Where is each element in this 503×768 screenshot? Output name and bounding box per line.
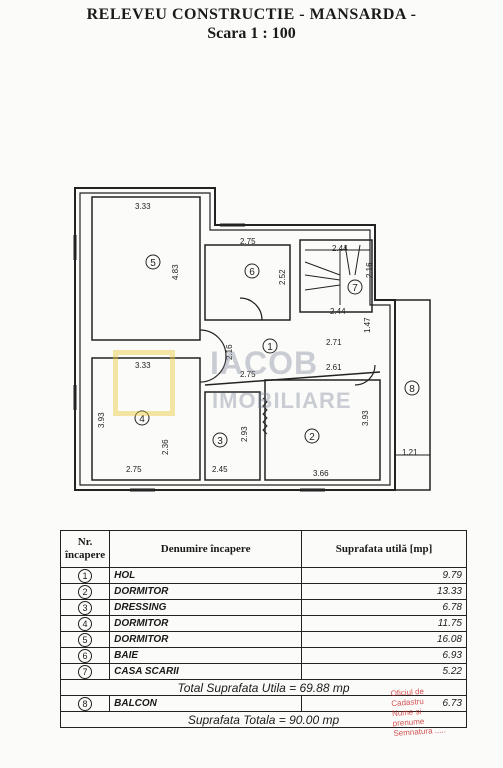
room-area: 13.33 xyxy=(301,583,467,600)
dimension-label: 1.47 xyxy=(363,317,372,333)
dimension-label: 4.83 xyxy=(171,264,180,280)
watermark-text: IMOBILIARE xyxy=(212,388,352,413)
table-row: 5 DORMITOR 16.08 xyxy=(59,631,467,648)
row-number: 4 xyxy=(78,616,93,631)
row-number: 6 xyxy=(78,648,93,663)
header-area: Suprafata utilă [mp] xyxy=(301,530,467,568)
watermark-logo xyxy=(113,350,175,416)
rooms-table: Nr. încapere Denumire încapere Suprafata… xyxy=(59,530,467,728)
scale-label: Scara 1 : 100 xyxy=(207,25,296,42)
row-number: 5 xyxy=(78,632,93,647)
room-number: 6 xyxy=(249,267,255,278)
table-row: 2 DORMITOR 13.33 xyxy=(59,583,467,600)
room-number: 7 xyxy=(352,283,358,294)
dimension-label: 2.71 xyxy=(326,338,342,347)
row-number: 2 xyxy=(78,584,93,599)
table-row: 1 HOL 9.79 xyxy=(59,567,467,584)
room-5-outline xyxy=(91,196,201,341)
dimension-label: 1.21 xyxy=(402,448,418,457)
table-row: 6 BAIE 6.93 xyxy=(59,647,467,664)
row-number: 7 xyxy=(78,664,93,679)
room-name: BAIE xyxy=(109,647,303,664)
document-title: RELEVEU CONSTRUCTIE - MANSARDA - xyxy=(86,6,417,23)
dimension-label: 3.33 xyxy=(135,361,151,370)
room-name: DORMITOR xyxy=(109,615,303,632)
table-row: 4 DORMITOR 11.75 xyxy=(59,615,467,632)
row-number: 8 xyxy=(78,696,93,711)
watermark-text: IACOB xyxy=(210,345,319,381)
room-number: 8 xyxy=(409,384,415,395)
row-number: 3 xyxy=(78,600,93,615)
room-4-outline xyxy=(91,357,201,481)
dimension-label: 3.33 xyxy=(135,202,151,211)
dimension-label: 2.75 xyxy=(240,237,256,246)
dimension-label: 2.61 xyxy=(326,363,342,372)
inner-wall xyxy=(79,192,391,486)
room-name: DRESSING xyxy=(109,599,303,616)
room-area: 9.79 xyxy=(301,567,467,584)
dimension-label: 2.16 xyxy=(365,262,374,278)
room-7-outline xyxy=(299,239,373,313)
table-row: 7 CASA SCARII 5.22 xyxy=(59,663,467,680)
balcony-outline xyxy=(395,299,431,491)
dimension-label: 3.93 xyxy=(97,412,106,428)
room-name: CASA SCARII xyxy=(109,663,303,680)
stamp: Oficiul de Cadastru Nume si prenume Semn… xyxy=(390,685,453,739)
room-3-outline xyxy=(204,391,261,481)
outer-wall xyxy=(74,187,396,491)
header-nr: Nr. încapere xyxy=(59,530,111,568)
room-area: 5.22 xyxy=(301,663,467,680)
room-name: DORMITOR xyxy=(109,631,303,648)
total-util: Total Suprafata Utila = 69.88 mp xyxy=(60,679,467,696)
dimension-label: 2.52 xyxy=(278,269,287,285)
room-number: 4 xyxy=(139,414,145,425)
total-area: Suprafata Totala = 90.00 mp xyxy=(60,711,467,728)
dimension-label: 2.75 xyxy=(240,370,256,379)
floor-plan: 5 6 7 1 4 3 2 8 3.33 4.83 2.75 2.52 2.44… xyxy=(73,187,431,492)
dimension-label: 2.44 xyxy=(332,244,348,253)
room-2-outline xyxy=(264,379,381,481)
room-name: BALCON xyxy=(109,695,303,712)
room-area: 6.93 xyxy=(301,647,467,664)
dimension-label: 2.16 xyxy=(225,344,234,360)
row-number: 1 xyxy=(78,568,93,583)
room-6-outline xyxy=(204,244,291,321)
dimension-label: 2.44 xyxy=(330,307,346,316)
dimension-label: 2.93 xyxy=(240,426,249,442)
room-area: 11.75 xyxy=(301,615,467,632)
room-number: 2 xyxy=(309,432,315,443)
dimension-label: 2.45 xyxy=(212,465,228,474)
room-name: HOL xyxy=(109,567,303,584)
room-number: 3 xyxy=(217,436,223,447)
table-row: 3 DRESSING 6.78 xyxy=(59,599,467,616)
dimension-label: 3.66 xyxy=(313,469,329,478)
room-area: 16.08 xyxy=(301,631,467,648)
dimension-label: 2.36 xyxy=(161,439,170,455)
room-name: DORMITOR xyxy=(109,583,303,600)
dimension-label: 2.75 xyxy=(126,465,142,474)
dimension-label: 3.93 xyxy=(361,410,370,426)
header-name: Denumire încapere xyxy=(109,530,303,568)
room-number: 1 xyxy=(267,342,273,353)
room-number: 5 xyxy=(150,258,156,269)
room-area: 6.78 xyxy=(301,599,467,616)
